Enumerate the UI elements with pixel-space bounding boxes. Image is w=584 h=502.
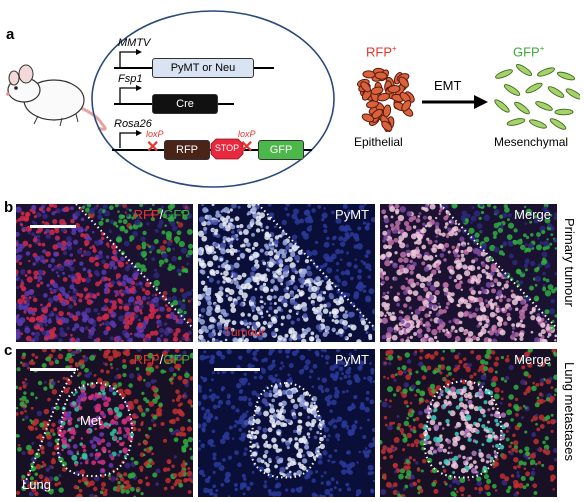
pymt-neu-box: PyMT or Neu [152,58,254,78]
plus-sign: + [392,44,397,53]
loxp-label-1: loxP [146,129,164,139]
panel-c-merge-title: Merge [514,352,551,367]
scale-bar [30,225,76,228]
mesenchymal-label: Mesenchymal [494,135,569,149]
mmtv-label: MMTV [118,37,151,49]
gfp-plus-label: GFP+ [513,44,544,59]
gfp-label: GFP [513,44,540,60]
panel-b-pymt-image: PyMT Tumour [198,204,375,342]
loxp-x-icon-1: ✕ [146,139,160,156]
cre-box: Cre [152,94,218,114]
slash: / [159,207,164,222]
fsp1-label: Fsp1 [118,73,143,85]
promoter-arrow-icon [119,130,142,148]
rfp-label: RFP [366,44,392,60]
gfp-title: GFP [163,352,190,367]
panel-c-pymt-image: PyMT [198,349,375,497]
panel-b-merge-title: Merge [514,207,551,222]
panel-c-letter: c [4,342,13,359]
rfp-plus-label: RFP+ [366,44,397,59]
scale-bar [214,368,260,371]
rosa26-label: Rosa26 [114,118,152,130]
mesenchymal-cells-illustration [494,63,580,130]
loxp-x-icon-2: ✕ [240,139,254,156]
met-label: Met [80,413,102,428]
rfp-title: RFP [133,352,160,367]
plus-sign: + [539,44,545,53]
stop-label: STOP [214,143,240,153]
tumour-label: Tumour [224,325,265,339]
slash: / [159,352,164,367]
panel-b-pymt-title: PyMT [335,207,369,222]
epithelial-cells-illustration [357,67,415,132]
panel-b-letter: b [4,199,14,216]
promoter-arrow-icon [119,85,142,103]
emt-label: EMT [434,78,462,93]
gfp-title: GFP [163,207,190,222]
promoter-arrow-icon [119,49,142,67]
panel-b-rfp-gfp-image: RFP/GFP [16,204,193,342]
loxp-label-2: loxP [238,129,256,139]
lung-metastases-side-label: Lung metastases [562,362,577,462]
panel-b-merge-image: Merge [380,204,557,342]
rfp-title: RFP [133,207,160,222]
panel-c-merge-image: Merge [380,349,557,497]
emt-arrow-icon [422,95,488,109]
gfp-box: GFP [258,140,304,160]
panel-c-pymt-title: PyMT [335,352,369,367]
panel-c-rfp-gfp-title: RFP/GFP [134,352,190,367]
epithelial-label: Epithelial [354,135,403,149]
stop-sign-icon [210,138,244,160]
panel-a-letter: a [6,26,15,43]
lung-label: Lung [22,477,51,492]
rfp-box: RFP [164,140,210,160]
construct-oval [91,10,335,188]
mouse-illustration [6,64,107,131]
panel-c-rfp-gfp-image: RFP/GFP Met Lung [16,349,193,497]
panel-b-rfp-gfp-title: RFP/GFP [134,207,190,222]
primary-tumour-side-label: Primary tumour [562,218,577,307]
scale-bar [30,368,76,371]
